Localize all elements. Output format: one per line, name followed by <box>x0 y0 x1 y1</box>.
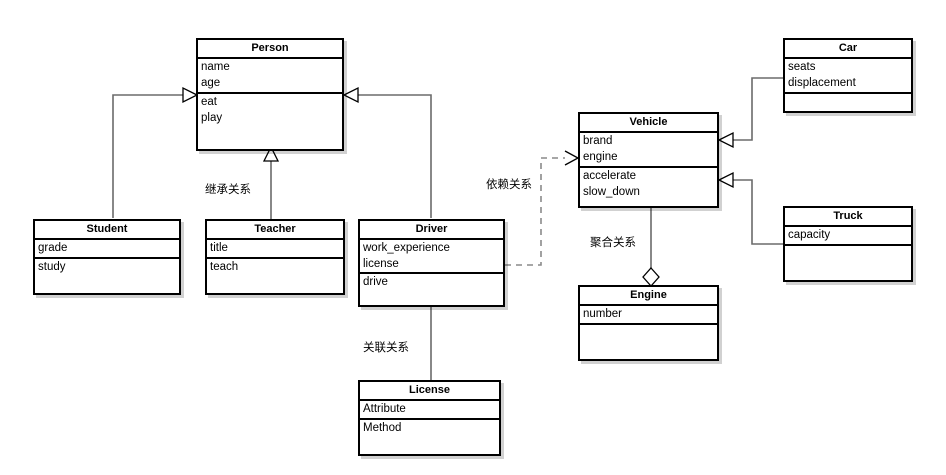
class-attribute: Attribute <box>363 403 406 415</box>
class-attributes-person: name age <box>198 59 342 94</box>
generalization-arrowhead-car <box>717 131 734 149</box>
dependency-arrowhead-vehicle <box>564 150 580 166</box>
class-title-license: License <box>360 382 499 401</box>
uml-class-student[interactable]: Student grade study <box>33 219 181 295</box>
class-operation: Method <box>363 422 402 434</box>
class-attribute: age <box>201 77 221 89</box>
class-operation: eat <box>201 96 217 108</box>
class-operation: study <box>38 261 66 273</box>
uml-class-engine[interactable]: Engine number <box>578 285 719 361</box>
class-title-truck: Truck <box>785 208 911 227</box>
generalization-arrowhead-teacher <box>262 145 280 162</box>
class-attribute: title <box>210 242 228 254</box>
class-attribute: engine <box>583 151 618 163</box>
aggregation-diamond-engine <box>642 267 660 287</box>
class-attribute: displacement <box>788 77 856 89</box>
class-attributes-engine: number <box>580 306 717 325</box>
class-operations-teacher: teach <box>207 259 343 275</box>
class-operation: play <box>201 112 223 124</box>
uml-class-driver[interactable]: Driver work_experience license drive <box>358 219 505 307</box>
class-title-student: Student <box>35 221 179 240</box>
class-operations-license: Method <box>360 420 499 436</box>
uml-class-vehicle[interactable]: Vehicle brand engine accelerate slow_dow… <box>578 112 719 208</box>
uml-class-person[interactable]: Person name age eat play <box>196 38 344 151</box>
class-operations-vehicle: accelerate slow_down <box>580 168 717 200</box>
class-attribute: name <box>201 61 230 73</box>
class-operations-person: eat play <box>198 94 342 126</box>
class-attribute: number <box>583 308 622 320</box>
generalization-driver-person-line <box>358 94 432 218</box>
class-operations-driver: drive <box>360 274 503 290</box>
uml-class-car[interactable]: Car seats displacement <box>783 38 913 113</box>
class-attribute: capacity <box>788 229 831 241</box>
class-operation: teach <box>210 261 239 273</box>
generalization-arrowhead-driver <box>342 86 359 104</box>
relationship-label-aggregation: 聚合关系 <box>590 235 636 249</box>
class-attributes-car: seats displacement <box>785 59 911 94</box>
class-title-driver: Driver <box>360 221 503 240</box>
uml-class-truck[interactable]: Truck capacity <box>783 206 913 282</box>
class-attributes-truck: capacity <box>785 227 911 246</box>
class-operation: drive <box>363 276 388 288</box>
generalization-student-person-line <box>112 94 183 218</box>
class-title-engine: Engine <box>580 287 717 306</box>
generalization-arrowhead-truck <box>717 171 734 189</box>
class-attributes-vehicle: brand engine <box>580 133 717 168</box>
dependency-driver-vehicle-line <box>505 157 565 266</box>
class-attribute: seats <box>788 61 816 73</box>
class-operation: accelerate <box>583 170 637 182</box>
generalization-truck-vehicle-line <box>733 179 783 245</box>
class-operation: slow_down <box>583 186 640 198</box>
class-title-car: Car <box>785 40 911 59</box>
relationship-label-association: 关联关系 <box>363 340 409 354</box>
generalization-arrowhead-student <box>182 86 199 104</box>
class-attributes-license: Attribute <box>360 401 499 420</box>
class-attribute: brand <box>583 135 613 147</box>
class-attribute: work_experience <box>363 242 450 254</box>
generalization-car-vehicle-line <box>733 77 783 141</box>
class-attributes-driver: work_experience license <box>360 240 503 274</box>
class-attributes-student: grade <box>35 240 179 259</box>
class-title-person: Person <box>198 40 342 59</box>
class-attribute: grade <box>38 242 68 254</box>
class-title-vehicle: Vehicle <box>580 114 717 133</box>
uml-class-teacher[interactable]: Teacher title teach <box>205 219 345 295</box>
class-title-teacher: Teacher <box>207 221 343 240</box>
class-attributes-teacher: title <box>207 240 343 259</box>
relationship-label-inheritance: 继承关系 <box>205 182 251 196</box>
uml-class-license[interactable]: License Attribute Method <box>358 380 501 456</box>
class-operations-student: study <box>35 259 179 275</box>
class-attribute: license <box>363 258 399 270</box>
relationship-label-dependency: 依赖关系 <box>486 177 532 191</box>
